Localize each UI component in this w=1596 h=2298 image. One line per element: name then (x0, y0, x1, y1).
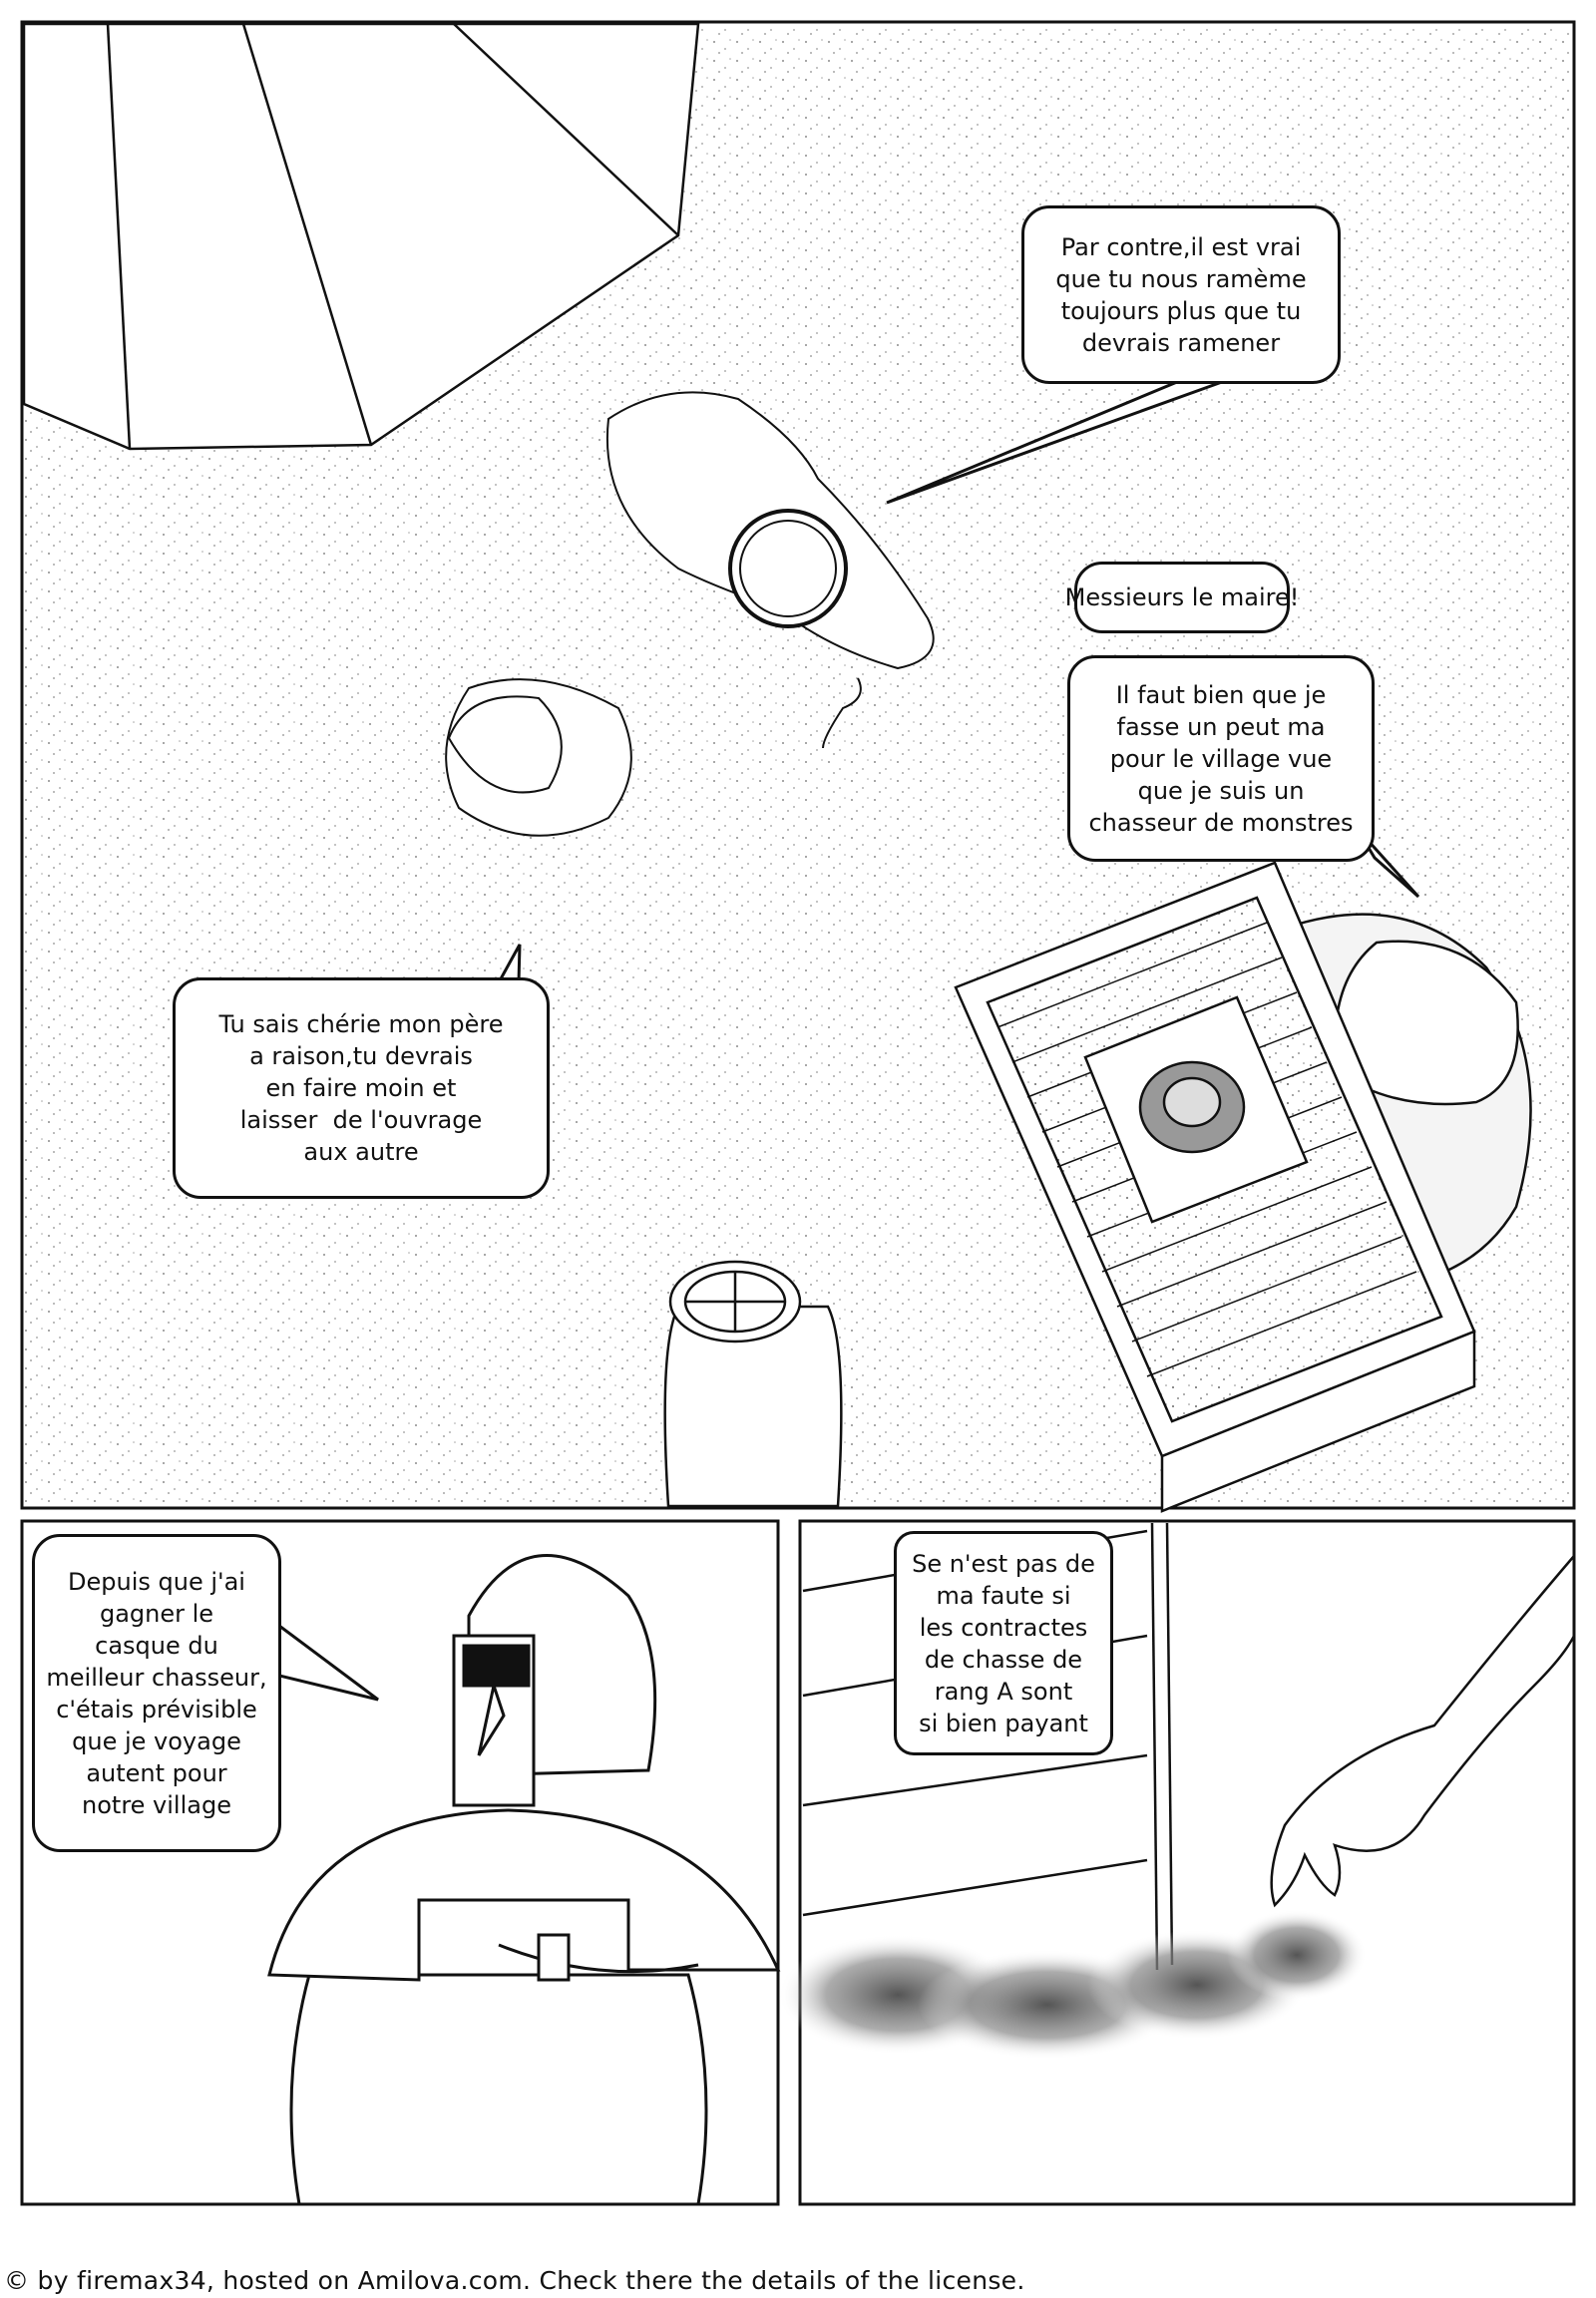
bubble-line: rang A sont (934, 1677, 1073, 1706)
hand (1270, 1555, 1576, 1908)
speech-bubble-woman: Tu sais chérie mon père a raison,tu devr… (173, 977, 550, 1199)
bubble-line: ma faute si (936, 1581, 1071, 1610)
bubble-line: chasseur de monstres (1088, 808, 1354, 837)
bubble-line: Se n'est pas de (912, 1549, 1095, 1578)
speech-bubble-mayor: Par contre,il est vrai que tu nous ramèm… (1021, 205, 1341, 384)
bubble-line: meilleur chasseur, (46, 1663, 267, 1692)
bubble-line: c'étais prévisible (56, 1695, 257, 1724)
bubble-line: si bien payant (919, 1709, 1088, 1737)
bubble-line: pour le village vue (1109, 744, 1333, 773)
bubble-line: Tu sais chérie mon père (218, 1010, 504, 1038)
bubble-line: notre village (82, 1790, 231, 1819)
bubble-line: gagner le (99, 1599, 214, 1628)
bubble-line: autent pour (86, 1758, 227, 1787)
bubble-line: a raison,tu devrais (249, 1042, 473, 1070)
speech-bubble-hunter-top: Messieurs le maire! (1065, 562, 1299, 633)
table-box (954, 861, 1532, 1513)
bubble-line: casque du (95, 1631, 218, 1660)
bubble-line: que je voyage (72, 1726, 241, 1755)
bubble-line: Il faut bien que je (1115, 680, 1327, 709)
bubble-line: aux autre (303, 1138, 419, 1166)
speech-bubble-knight: Depuis que j'ai gagner le casque du meil… (32, 1534, 281, 1852)
bubble-line: que je suis un (1137, 776, 1305, 805)
smoke-cloud (778, 1910, 1367, 2060)
bubble-line: Messieurs le maire! (1064, 583, 1300, 611)
speech-bubble-hunter-bottom: Il faut bien que je fasse un peut ma pou… (1067, 655, 1375, 862)
copyright-footer: © by firemax34, hosted on Amilova.com. C… (4, 2266, 1025, 2295)
bubble-line: de chasse de (924, 1645, 1083, 1674)
bubble-line: que tu nous ramème (1055, 264, 1307, 293)
bottle (663, 1260, 843, 1508)
tent-roof (22, 22, 700, 451)
knight-figure (267, 1554, 781, 2206)
speech-bubble-hand: Se n'est pas de ma faute si les contract… (894, 1531, 1113, 1755)
bubble-line: fasse un peut ma (1116, 712, 1326, 741)
bubble-line: en faire moin et (265, 1074, 457, 1102)
bubble-line: les contractes (919, 1613, 1088, 1642)
woman-figure (445, 678, 632, 837)
bubble-line: toujours plus que tu (1060, 296, 1302, 325)
mayor-figure (605, 391, 935, 749)
bubble-line: Depuis que j'ai (68, 1567, 245, 1596)
bubble-line: devrais ramener (1081, 328, 1281, 357)
bubble-line: Par contre,il est vrai (1060, 232, 1302, 261)
bubble-line: laisser de l'ouvrage (239, 1106, 483, 1134)
